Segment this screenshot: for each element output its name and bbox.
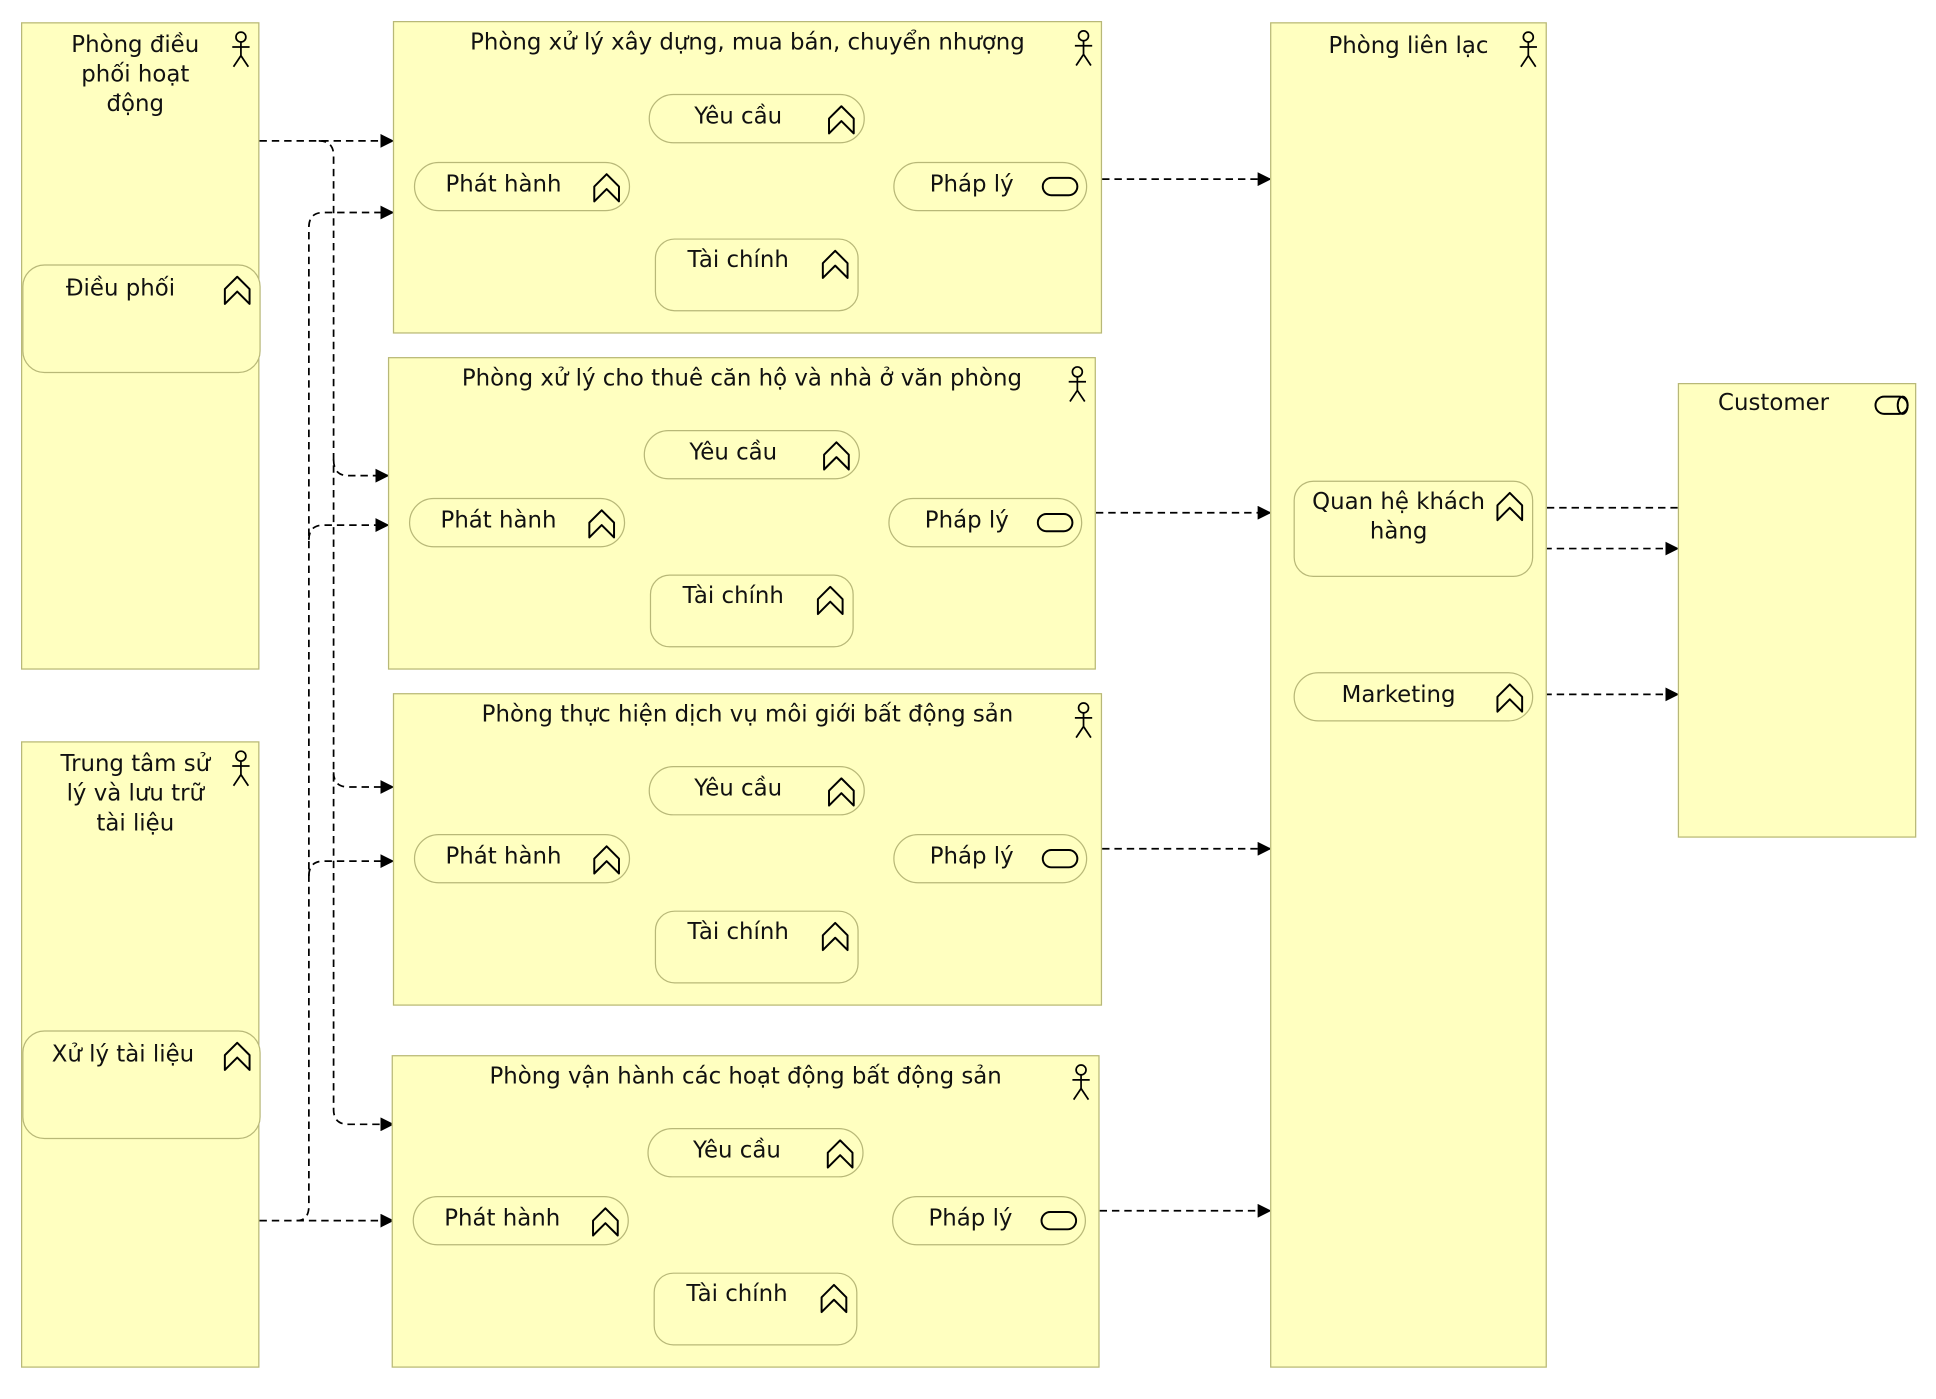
flow-coord-trunk bbox=[318, 139, 395, 1132]
request-process[interactable]: Yêu cầu bbox=[648, 93, 865, 144]
request-label: Yêu cầu bbox=[693, 1137, 781, 1164]
legal-label: Pháp lý bbox=[929, 843, 1014, 870]
process-icon bbox=[588, 509, 616, 539]
process-icon bbox=[828, 105, 855, 135]
issue-process[interactable]: Phát hành bbox=[408, 497, 626, 548]
process-icon bbox=[223, 1041, 251, 1071]
actor-icon bbox=[1068, 366, 1087, 403]
issue-label: Phát hành bbox=[444, 1205, 561, 1232]
legal-label: Pháp lý bbox=[924, 507, 1009, 534]
issue-label: Phát hành bbox=[440, 507, 557, 534]
finance-process[interactable]: Tài chính bbox=[654, 910, 859, 984]
marketing-process[interactable]: Marketing bbox=[1293, 672, 1534, 722]
coordination-process-label: Điều phối bbox=[65, 275, 176, 302]
process-icon bbox=[223, 275, 251, 305]
customer-relations-process[interactable]: Quan hệ khách hàng bbox=[1293, 480, 1534, 577]
flow-coord-to-dept3 bbox=[332, 772, 395, 794]
legal-label: Pháp lý bbox=[928, 1205, 1013, 1232]
finance-label: Tài chính bbox=[687, 247, 789, 274]
service-icon bbox=[1041, 176, 1079, 197]
finance-process[interactable]: Tài chính bbox=[649, 574, 854, 648]
liaison-title: Phòng liên lạc bbox=[1328, 33, 1489, 60]
process-icon bbox=[821, 921, 849, 952]
coordination-actor[interactable]: Phòng điều phối hoạt động Điều phối bbox=[21, 22, 261, 670]
service-icon bbox=[1040, 1211, 1078, 1231]
process-icon bbox=[592, 1207, 619, 1237]
legal-service[interactable]: Pháp lý bbox=[893, 833, 1088, 884]
department-1[interactable]: Phòng xử lý xây dựng, mua bán, chuyển nh… bbox=[392, 21, 1103, 334]
department-2[interactable]: Phòng xử lý cho thuê căn hộ và nhà ở văn… bbox=[387, 357, 1096, 670]
department-title: Phòng thực hiện dịch vụ môi giới bất độn… bbox=[481, 701, 1014, 728]
actor-icon bbox=[1074, 702, 1093, 739]
request-label: Yêu cầu bbox=[689, 439, 778, 466]
legal-label: Pháp lý bbox=[929, 171, 1014, 198]
department-title: Phòng xử lý xây dựng, mua bán, chuyển nh… bbox=[470, 29, 1025, 56]
request-process[interactable]: Yêu cầu bbox=[647, 1128, 864, 1178]
process-icon bbox=[823, 441, 850, 471]
process-icon bbox=[1496, 683, 1524, 713]
process-icon bbox=[820, 1283, 848, 1314]
documents-process-label: Xử lý tài liệu bbox=[51, 1041, 195, 1068]
issue-process[interactable]: Phát hành bbox=[413, 161, 631, 212]
request-label: Yêu cầu bbox=[694, 775, 783, 802]
department-title: Phòng xử lý cho thuê căn hộ và nhà ở văn… bbox=[461, 365, 1022, 392]
process-icon bbox=[828, 777, 855, 807]
process-icon bbox=[816, 585, 844, 616]
request-label: Yêu cầu bbox=[694, 103, 783, 130]
flow-coord-to-dept2 bbox=[332, 459, 390, 483]
coordination-process[interactable]: Điều phối bbox=[22, 264, 261, 374]
customer-relations-label: Quan hệ khách hàng bbox=[1312, 489, 1485, 545]
legal-service[interactable]: Pháp lý bbox=[892, 1195, 1087, 1246]
customer-title: Customer bbox=[1718, 390, 1830, 417]
actor-icon bbox=[232, 750, 250, 787]
issue-label: Phát hành bbox=[445, 843, 562, 870]
liaison-actor[interactable]: Phòng liên lạc Quan hệ khách hàng Market… bbox=[1270, 22, 1547, 1368]
legal-service[interactable]: Pháp lý bbox=[893, 161, 1088, 212]
actor-icon bbox=[1072, 1064, 1090, 1101]
flow-docs-to-dept3 bbox=[308, 854, 395, 876]
process-icon bbox=[593, 845, 620, 875]
role-icon bbox=[1874, 395, 1909, 415]
issue-label: Phát hành bbox=[445, 171, 562, 198]
finance-label: Tài chính bbox=[687, 919, 789, 946]
actor-icon bbox=[1074, 30, 1093, 66]
department-title: Phòng vận hành các hoạt động bất động sả… bbox=[489, 1063, 1002, 1090]
flow-docs-to-dept2 bbox=[308, 518, 390, 540]
finance-process[interactable]: Tài chính bbox=[653, 1272, 858, 1346]
finance-process[interactable]: Tài chính bbox=[654, 238, 859, 312]
coordination-title: Phòng điều phối hoạt động bbox=[71, 32, 200, 118]
process-icon bbox=[826, 1139, 854, 1169]
issue-process[interactable]: Phát hành bbox=[413, 833, 631, 884]
actor-icon bbox=[1519, 31, 1537, 68]
process-icon bbox=[593, 173, 620, 203]
service-icon bbox=[1036, 512, 1074, 533]
service-icon bbox=[1041, 849, 1079, 869]
process-icon bbox=[821, 249, 849, 279]
marketing-label: Marketing bbox=[1341, 681, 1456, 708]
request-process[interactable]: Yêu cầu bbox=[648, 766, 865, 816]
documents-actor[interactable]: Trung tâm sử lý và lưu trữ tài liệu Xử l… bbox=[21, 741, 261, 1368]
flow-docs-trunk bbox=[296, 205, 395, 1222]
request-process[interactable]: Yêu cầu bbox=[643, 429, 860, 480]
department-3[interactable]: Phòng thực hiện dịch vụ môi giới bất độn… bbox=[392, 693, 1103, 1006]
legal-service[interactable]: Pháp lý bbox=[888, 497, 1083, 548]
actor-icon bbox=[232, 31, 250, 68]
documents-process[interactable]: Xử lý tài liệu bbox=[22, 1030, 261, 1140]
finance-label: Tài chính bbox=[686, 1281, 788, 1308]
customer-role[interactable]: Customer bbox=[1677, 383, 1917, 838]
finance-label: Tài chính bbox=[682, 583, 784, 610]
department-4[interactable]: Phòng vận hành các hoạt động bất động sả… bbox=[391, 1055, 1100, 1368]
process-icon bbox=[1496, 491, 1524, 522]
issue-process[interactable]: Phát hành bbox=[412, 1195, 629, 1246]
documents-title: Trung tâm sử lý và lưu trữ tài liệu bbox=[60, 751, 211, 837]
